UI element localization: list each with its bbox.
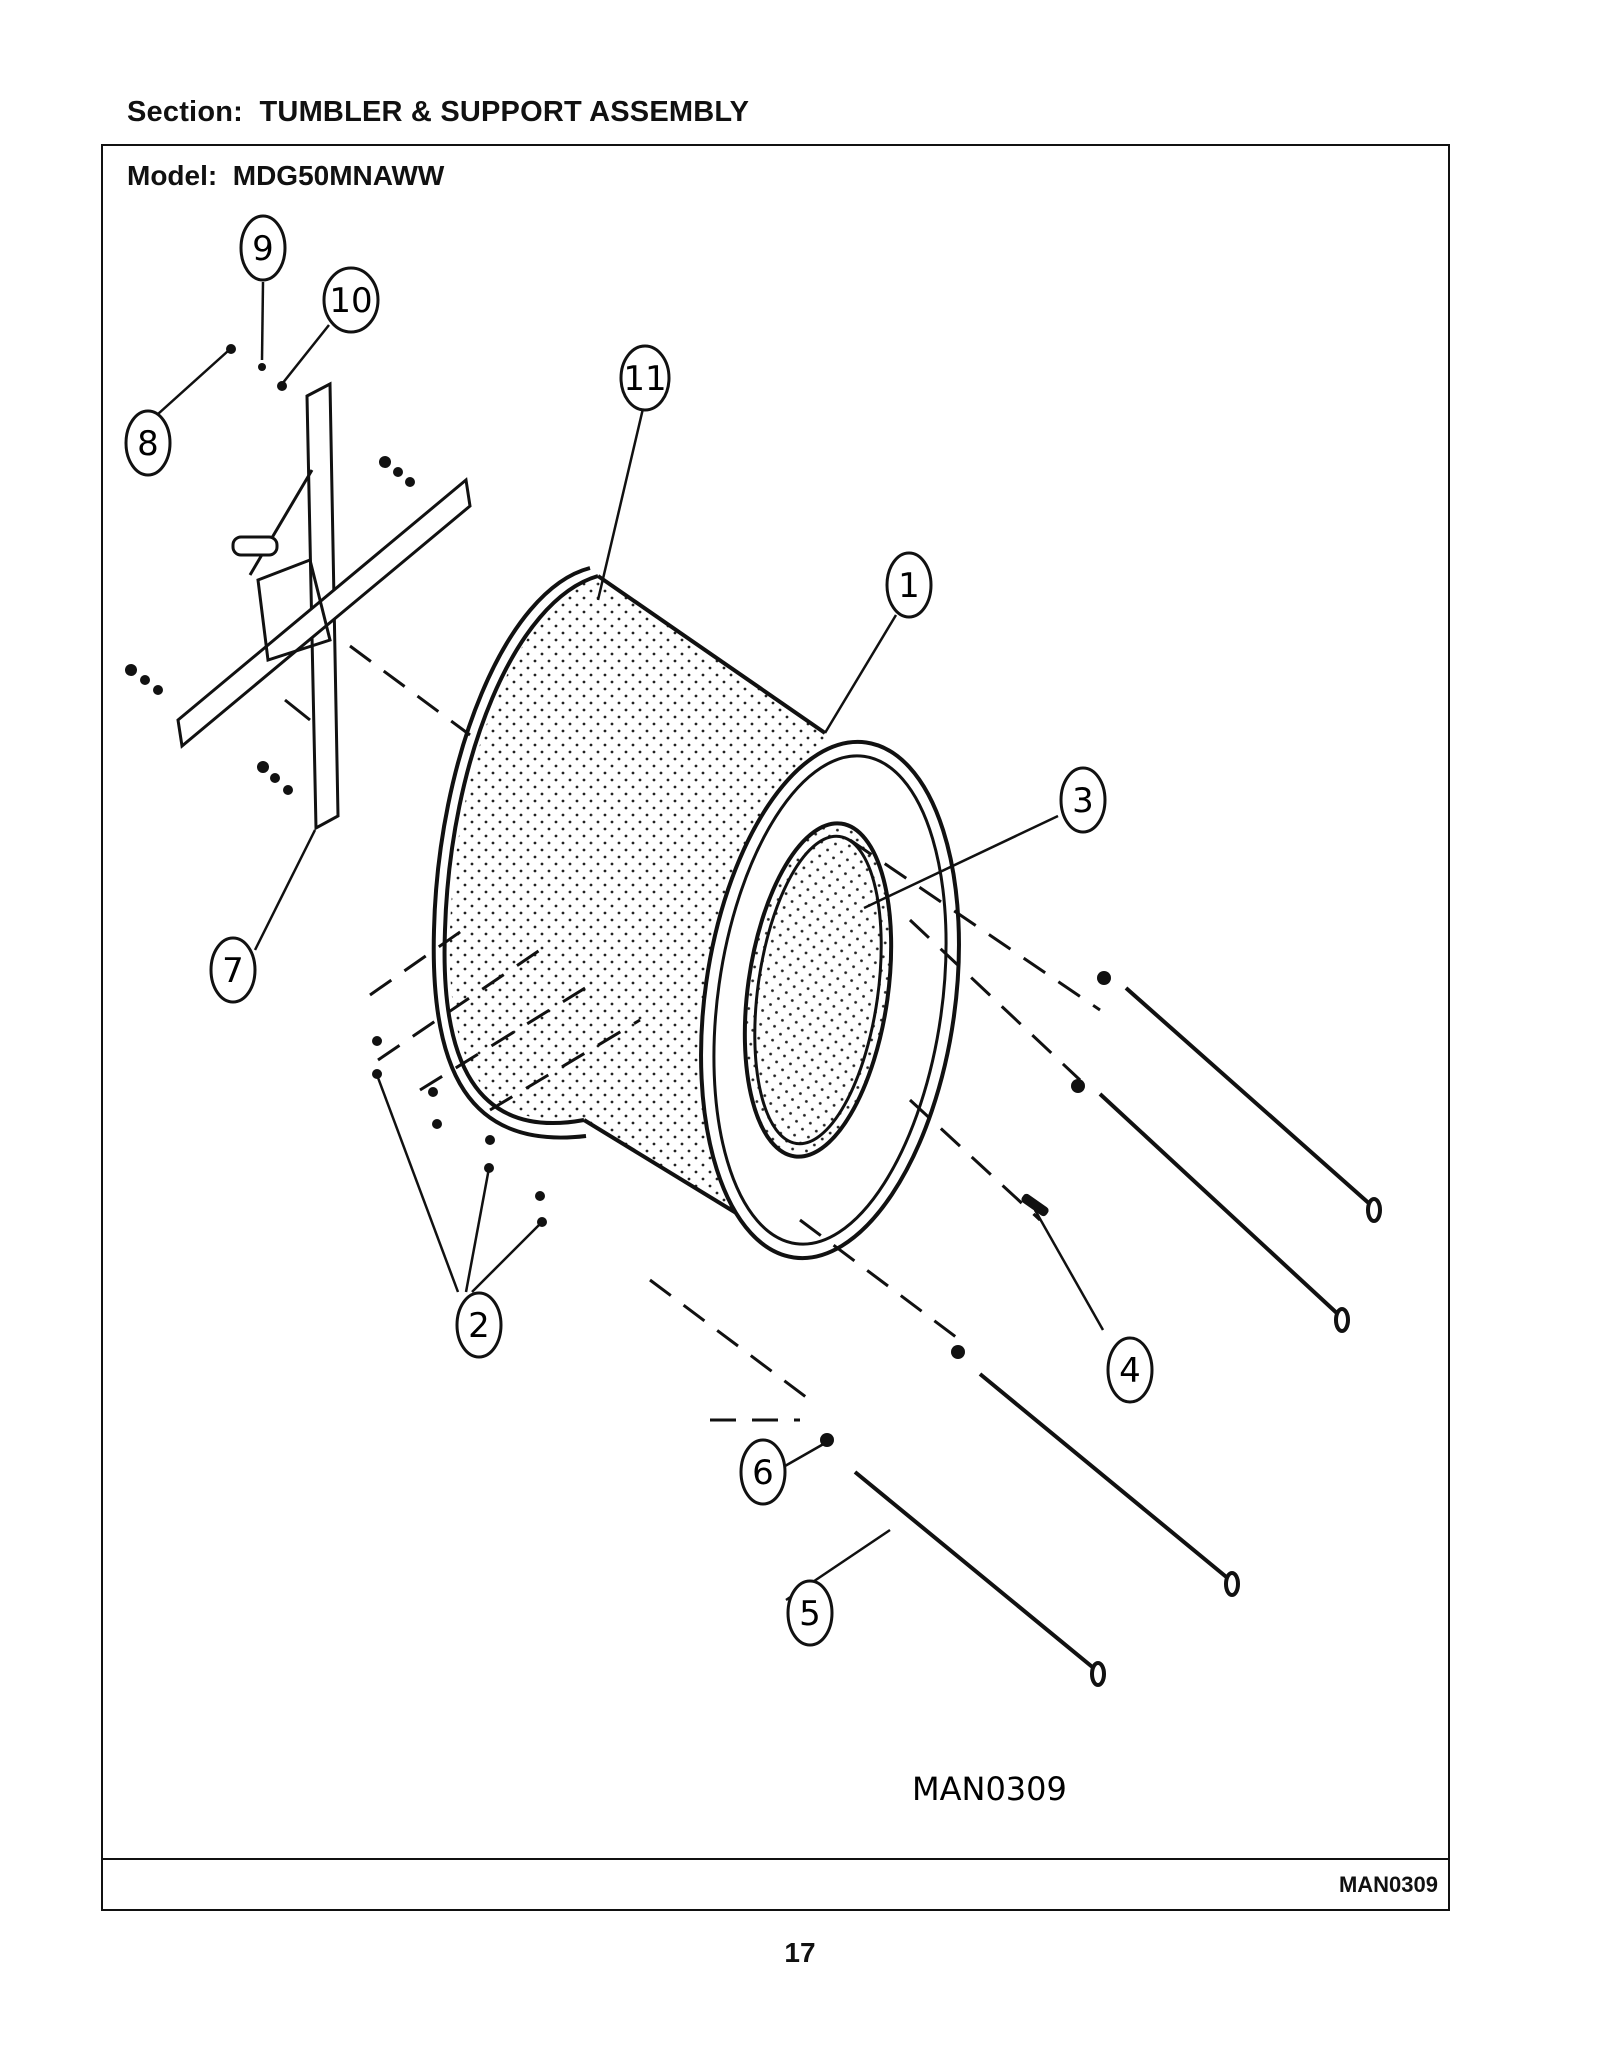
callout-5: 5	[786, 1579, 834, 1647]
callout-1: 1	[885, 551, 933, 619]
svg-text:6: 6	[752, 1453, 774, 1493]
callout-6: 6	[739, 1438, 787, 1506]
tumbler-drum	[431, 566, 961, 1261]
callout-9: 9	[239, 214, 287, 282]
callout-3: 3	[1059, 766, 1107, 834]
frame-fasteners	[125, 344, 415, 795]
leader-lines	[147, 281, 1105, 1602]
footer-drawing-code: MAN0309	[1338, 1872, 1438, 1897]
svg-text:3: 3	[1072, 781, 1094, 821]
svg-text:8: 8	[137, 424, 159, 464]
svg-text:7: 7	[222, 951, 244, 991]
callout-4: 4	[1106, 1336, 1154, 1404]
footer-divider	[101, 1858, 1450, 1860]
svg-text:4: 4	[1119, 1351, 1141, 1391]
svg-text:5: 5	[799, 1594, 821, 1634]
svg-text:9: 9	[252, 229, 274, 269]
support-frame	[176, 381, 472, 831]
tie-rods	[853, 986, 1382, 1687]
alignment-lines	[349, 644, 1101, 1422]
svg-text:11: 11	[623, 359, 666, 399]
svg-text:1: 1	[898, 566, 920, 606]
callout-11: 11	[619, 344, 671, 412]
drawing-code-stamp: MAN0309	[912, 1770, 1067, 1808]
section-title: Section: TUMBLER & SUPPORT ASSEMBLY	[127, 96, 750, 128]
diagram-frame	[101, 144, 1450, 1911]
model-title: Model: MDG50MNAWW	[127, 160, 445, 191]
page-number: 17	[784, 1937, 816, 1968]
callout-2: 2	[455, 1291, 503, 1359]
callout-7: 7	[209, 936, 257, 1004]
callout-10: 10	[322, 266, 380, 334]
part-callouts: 9 10 8 11 1 3 4 6	[124, 214, 1154, 1647]
callout-8: 8	[124, 409, 172, 477]
svg-text:10: 10	[329, 281, 372, 321]
svg-text:2: 2	[468, 1306, 490, 1346]
